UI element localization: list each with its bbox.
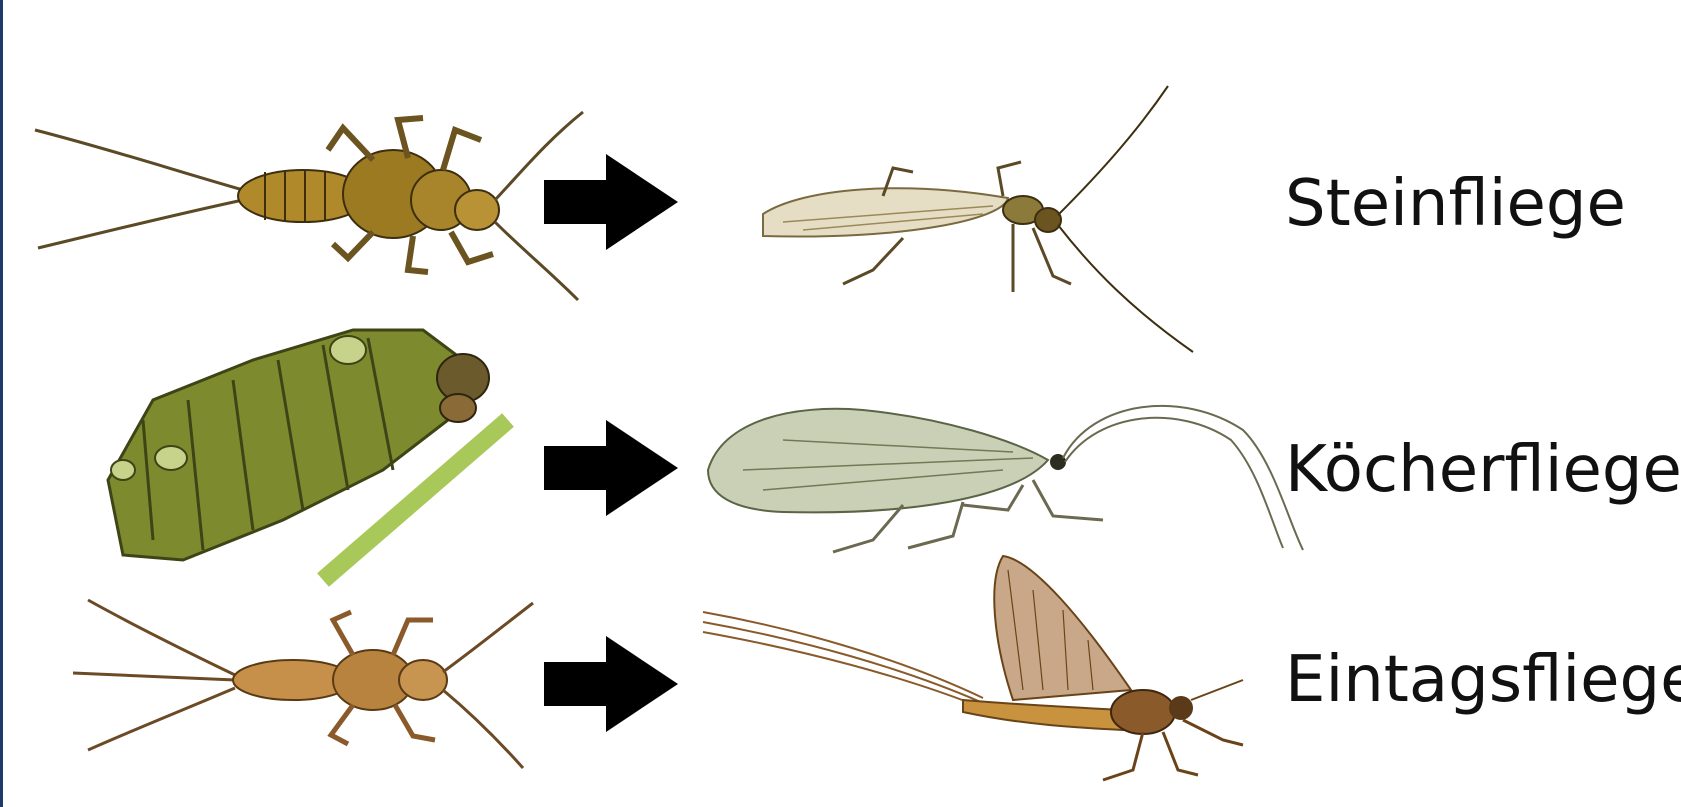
diagram-canvas: Steinfliege Köcherfliege Eintagsfliege bbox=[3, 0, 1681, 807]
caddisfly-larva-case-icon bbox=[108, 330, 508, 580]
arrow-right-icon bbox=[544, 154, 678, 250]
caddisfly-adult-icon bbox=[708, 406, 1303, 552]
stonefly-nymph-icon bbox=[35, 112, 583, 300]
stonefly-adult-icon bbox=[763, 86, 1193, 352]
arrow-right-icon bbox=[544, 636, 678, 732]
mayfly-nymph-icon bbox=[73, 600, 533, 768]
arrow-right-icon bbox=[544, 420, 678, 516]
row-label-eintagsfliege: Eintagsfliege bbox=[1285, 648, 1681, 712]
row-label-steinfliege: Steinfliege bbox=[1285, 172, 1626, 236]
row-label-koecherfliege: Köcherfliege bbox=[1285, 438, 1681, 502]
mayfly-adult-icon bbox=[703, 556, 1243, 780]
